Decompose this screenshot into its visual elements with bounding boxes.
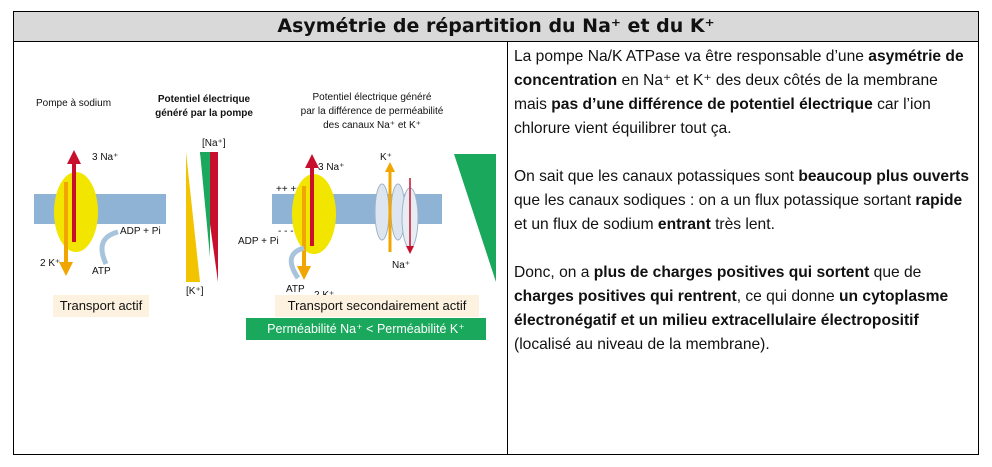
transport-diagram: Pompe à sodium Potentiel électrique géné… [34,92,496,301]
na-bracket: [Na⁺] [202,138,226,149]
k-top: K⁺ [380,152,392,163]
transport-secondaire-label: Transport secondairement actif [275,295,479,317]
na-arrowhead-right [305,154,319,168]
na3-right: 3 Na⁺ [318,162,344,173]
content-table: Asymétrie de répartition du Na⁺ et du K⁺… [13,11,979,455]
adp-left: ADP + Pi [120,226,161,237]
p1-b: asymétrie de concentration [514,48,964,89]
perm-title-l3: des canaux Na⁺ et K⁺ [323,120,421,131]
p3-b: plus de charges positives qui sortent [593,264,870,281]
potentiel-pompe-title-l1: Potentiel électrique [158,94,251,105]
membrane-left [34,194,166,224]
adp-right: ADP + Pi [238,236,279,247]
pump-title: Pompe à sodium [36,98,111,109]
k-channel-1 [374,183,390,241]
p1-d: pas d’une différence de potentiel électr… [551,96,873,113]
p3-d: charges positives qui rentrent [514,288,737,305]
p3-e: , ce qui donne [736,288,840,305]
atp-left: ATP [92,266,111,277]
diagram-cell: Pompe à sodium Potentiel électrique géné… [14,42,507,454]
potentiel-pompe-title-l2: généré par la pompe [155,108,253,119]
na-arrowhead-left [67,150,81,164]
k-bracket: [K⁺] [186,286,204,297]
p3-a: Donc, on a [514,264,594,281]
transport-actif-label: Transport actif [53,295,149,317]
atp-curve-right [288,245,305,280]
p1-a: La pompe Na/K ATPase va être responsable… [514,48,869,65]
p1-e: car l’ion chlorure vient équilibrer tout… [514,96,931,137]
p3-g: (localisé au niveau de la membrane). [514,336,770,353]
k-arrowhead-left [59,262,73,276]
p2-b: beaucoup plus ouverts [798,168,970,185]
p2-a: On sait que les canaux potassiques sont [514,168,799,185]
k-triangle [186,152,200,282]
k2-left: 2 K⁺ [40,258,60,269]
table-title: Asymétrie de répartition du Na⁺ et du K⁺ [14,12,978,42]
p2-d: rapide [915,192,963,209]
k-arrowhead-right [297,266,311,280]
p2-e: et un flux de sodium [514,216,658,233]
na3-left: 3 Na⁺ [92,152,118,163]
k-channel-arrowhead [385,162,395,172]
permeabilite-label: Perméabilité Na⁺ < Perméabilité K⁺ [246,318,486,340]
perm-title-l1: Potentiel électrique généré [313,92,432,103]
p2-c: que les canaux sodiques : on a un flux p… [514,192,916,209]
p3-f: un cytoplasme électronégatif et un milie… [514,288,949,329]
atp-curve-left [99,229,119,266]
paragraph-3: Donc, on a plus de charges positives qui… [514,261,972,357]
green-triangle-mid [200,152,210,257]
perm-title-l2: par la différence de perméabilité [301,106,444,117]
green-wedge [454,154,496,282]
paragraph-1: La pompe Na/K ATPase va être responsable… [514,45,972,141]
atp-right: ATP [286,284,305,295]
column-divider [507,42,508,454]
p1-c: en Na⁺ et K⁺ des deux côtés de la membra… [514,72,938,113]
p3-c: que de [869,264,922,281]
explanation-text: La pompe Na/K ATPase va être responsable… [514,45,972,357]
paragraph-2: On sait que les canaux potassiques sont … [514,165,972,237]
na-channel-label: Na⁺ [392,260,410,271]
na-channel-arrowhead [406,246,414,254]
p2-f: entrant [657,216,711,233]
p2-g: très lent. [710,216,775,233]
